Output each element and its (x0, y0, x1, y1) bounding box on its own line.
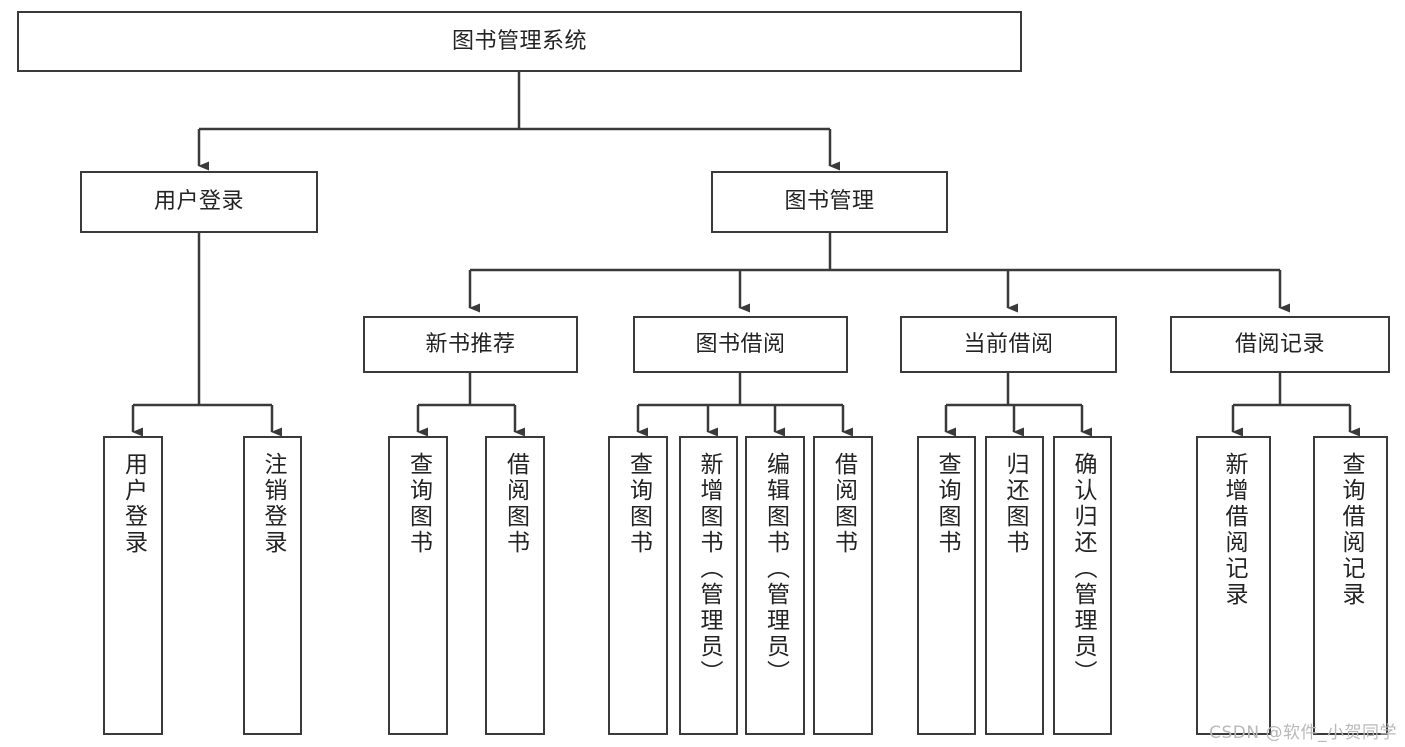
leaf-bb-edit-book-label: 编辑图书（管理员） (762, 452, 789, 686)
leaf-logout-label: 注销登录 (260, 452, 286, 556)
leaf-logout[interactable]: 注销登录 (243, 436, 302, 735)
leaf-cb-return-book[interactable]: 归还图书 (985, 436, 1044, 735)
leaf-bb-edit-book[interactable]: 编辑图书（管理员） (745, 436, 805, 735)
watermark-text: CSDN @软件_小贺同学 (1209, 723, 1397, 743)
leaf-bb-borrow-book[interactable]: 借阅图书 (813, 436, 873, 735)
leaf-cb-query-book[interactable]: 查询图书 (917, 436, 976, 735)
leaf-br-add-record[interactable]: 新增借阅记录 (1196, 436, 1271, 735)
node-current-borrow-label: 当前借阅 (963, 331, 1054, 357)
leaf-nb-borrow-book[interactable]: 借阅图书 (485, 436, 545, 735)
node-user-login-label: 用户登录 (153, 189, 244, 215)
leaf-nb-borrow-book-label: 借阅图书 (502, 452, 529, 556)
leaf-br-query-record[interactable]: 查询借阅记录 (1313, 436, 1388, 735)
leaf-bb-query-book[interactable]: 查询图书 (608, 436, 668, 735)
node-book-manage[interactable]: 图书管理 (711, 171, 948, 233)
leaf-cb-confirm-return-label: 确认归还（管理员） (1070, 452, 1096, 686)
leaf-user-login[interactable]: 用户登录 (103, 436, 163, 735)
node-borrow-record-label: 借阅记录 (1234, 331, 1325, 357)
leaf-bb-add-book-label: 新增图书（管理员） (696, 452, 722, 686)
node-current-borrow[interactable]: 当前借阅 (900, 316, 1117, 373)
leaf-user-login-label: 用户登录 (120, 452, 147, 556)
node-new-book-recommend[interactable]: 新书推荐 (363, 316, 578, 373)
node-book-borrow[interactable]: 图书借阅 (633, 316, 848, 373)
leaf-cb-confirm-return[interactable]: 确认归还（管理员） (1053, 436, 1112, 735)
node-root[interactable]: 图书管理系统 (17, 11, 1022, 72)
leaf-nb-query-book-label: 查询图书 (405, 452, 432, 556)
leaf-cb-query-book-label: 查询图书 (934, 452, 960, 556)
node-user-login[interactable]: 用户登录 (80, 171, 318, 233)
node-root-label: 图书管理系统 (451, 28, 587, 54)
leaf-br-add-record-label: 新增借阅记录 (1221, 452, 1247, 608)
leaf-bb-query-book-label: 查询图书 (625, 452, 652, 556)
node-book-manage-label: 图书管理 (784, 189, 875, 215)
node-new-book-recommend-label: 新书推荐 (425, 331, 516, 357)
leaf-cb-return-book-label: 归还图书 (1002, 452, 1028, 556)
leaf-nb-query-book[interactable]: 查询图书 (388, 436, 448, 735)
node-borrow-record[interactable]: 借阅记录 (1170, 316, 1390, 373)
node-book-borrow-label: 图书借阅 (695, 331, 786, 357)
leaf-bb-borrow-book-label: 借阅图书 (830, 452, 857, 556)
leaf-br-query-record-label: 查询借阅记录 (1338, 452, 1364, 608)
leaf-bb-add-book[interactable]: 新增图书（管理员） (679, 436, 738, 735)
